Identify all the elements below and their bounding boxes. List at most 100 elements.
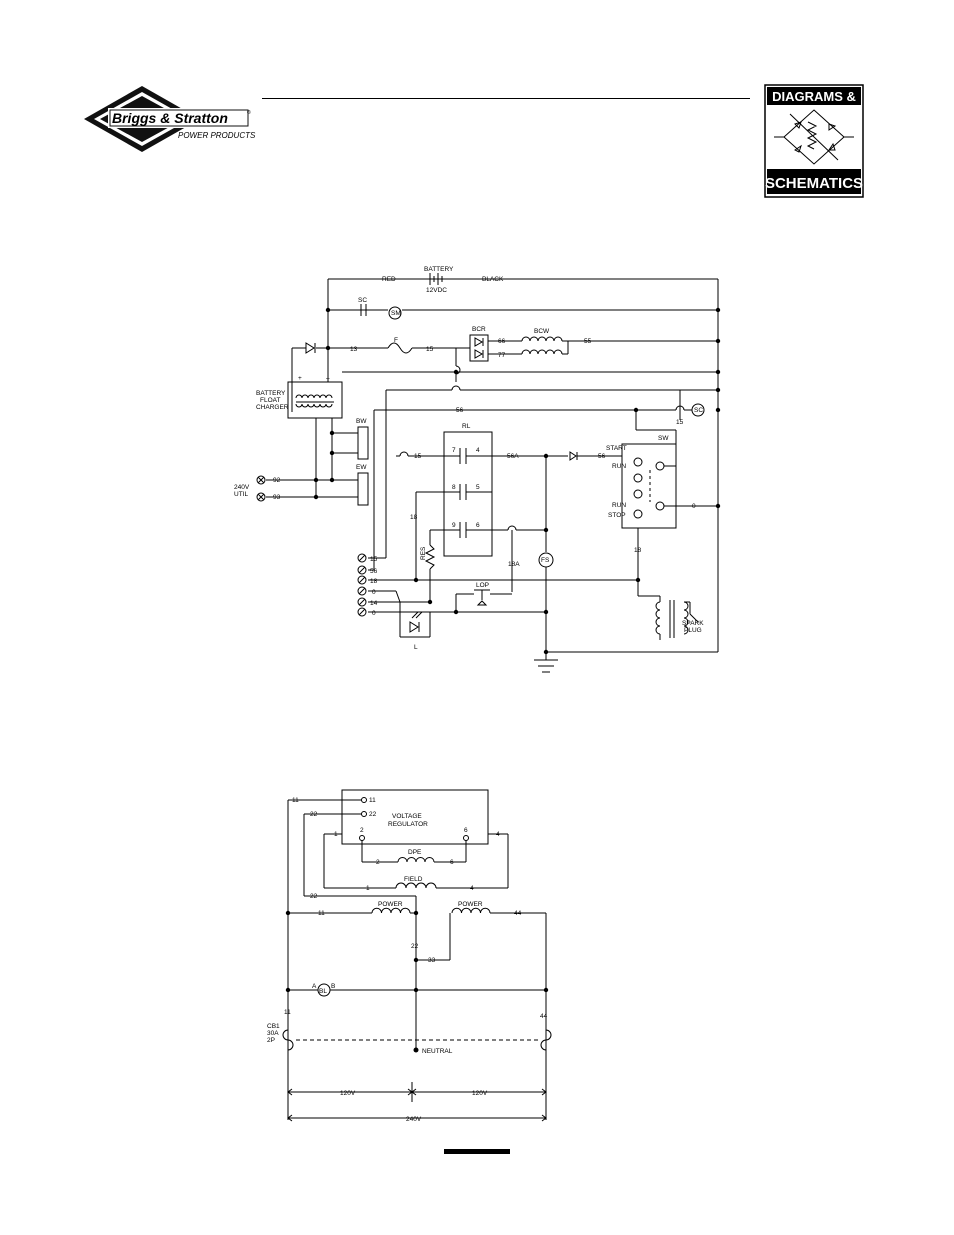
label-t5: 5 (476, 484, 480, 491)
terminal-block-wires (368, 557, 638, 660)
label-run: RUN (612, 463, 626, 470)
label-rl: RL (462, 423, 471, 430)
label-sc: SC (358, 297, 367, 304)
label-util-1: 240V (234, 484, 250, 491)
label-start: START (606, 445, 627, 452)
bcr-rectifier (469, 334, 718, 362)
logo-brand: Briggs & Stratton (112, 110, 228, 126)
header-rule (262, 98, 750, 99)
label-ac-11b: 11 (284, 1009, 291, 1016)
label-red: RED (382, 276, 396, 283)
label-stop: STOP (608, 512, 626, 519)
footer-bar (444, 1149, 510, 1154)
label-wire-56a: 56A (507, 453, 519, 460)
label-dpe: DPE (408, 849, 422, 856)
label-term-15: 15 (370, 556, 378, 563)
logo-subline: POWER PRODUCTS (178, 131, 256, 140)
label-t6: 6 (476, 522, 480, 529)
label-wire-13: 13 (350, 346, 358, 353)
label-ac-2: 2 (360, 827, 364, 834)
label-bcw: BCW (534, 328, 550, 335)
label-wire-18b: 18 (634, 547, 642, 554)
ground-symbol (534, 659, 558, 673)
label-charger-2: FLOAT (260, 397, 280, 404)
label-lop: LOP (476, 582, 489, 589)
label-minus: – (326, 375, 330, 382)
circuit-breaker-cb1 (282, 1029, 552, 1051)
label-charger-1: BATTERY (256, 390, 286, 397)
label-wire-92: 92 (273, 477, 281, 484)
label-bcr: BCR (472, 326, 486, 333)
label-battery: BATTERY (424, 266, 454, 273)
label-vr-2: REGULATOR (388, 821, 428, 828)
label-ac-22b: 22 (310, 893, 318, 900)
badge-bottom-text: SCHEMATICS (765, 175, 863, 192)
label-t7: 7 (452, 447, 456, 454)
label-field-r: 4 (470, 885, 474, 892)
label-t9: 9 (452, 522, 456, 529)
label-lamp: L (414, 644, 418, 651)
diagrams-schematics-badge: DIAGRAMS & SCHEMATICS (764, 84, 864, 198)
label-plus: + (298, 375, 302, 382)
terminal-circles (256, 475, 367, 617)
label-battery-volts: 12VDC (426, 287, 447, 294)
label-power2: POWER (458, 901, 483, 908)
label-dpe-l: 2 (376, 859, 380, 866)
label-wire-56b: 56 (598, 453, 606, 460)
label-term-18: 18 (370, 578, 378, 585)
lamp-symbol (409, 611, 423, 633)
label-field: FIELD (404, 876, 423, 883)
label-run2: RUN (612, 502, 626, 509)
crossing-wires (373, 348, 718, 570)
label-t4: 4 (476, 447, 480, 454)
voltage-dimension-lines (287, 1082, 547, 1122)
battery-circuit (327, 278, 719, 653)
label-util-2: UTIL (234, 491, 248, 498)
label-ac-22: 22 (310, 811, 318, 818)
label-cb1-3: 2P (267, 1037, 275, 1044)
label-charger-3: CHARGER (256, 404, 289, 411)
coil-windings (371, 857, 491, 914)
label-ac-4: 4 (496, 831, 500, 838)
label-ac-44: 44 (540, 1013, 548, 1020)
label-ac-11: 11 (292, 797, 299, 804)
label-res: RES (420, 546, 427, 560)
ac-wiring (287, 799, 547, 1120)
label-wire-93: 93 (273, 494, 281, 501)
label-sm: SM (391, 310, 401, 317)
label-wire-56: 56 (456, 407, 464, 414)
label-bl-a: A (312, 983, 317, 990)
label-wire-77: 77 (498, 352, 506, 359)
ignition-coil (638, 595, 699, 640)
start-run-stop-switch (621, 429, 718, 596)
label-t8: 8 (452, 484, 456, 491)
label-240v: 240V (406, 1116, 422, 1123)
label-term-14: 14 (370, 600, 378, 607)
label-wire-66: 66 (498, 338, 506, 345)
battery-symbol (429, 273, 443, 285)
label-power1: POWER (378, 901, 403, 908)
label-ac-11-in: 11 (369, 797, 376, 804)
float-charger (266, 348, 718, 506)
label-wire-55: 55 (584, 338, 592, 345)
junction-dots (285, 307, 721, 1053)
label-wire-0: 0 (692, 503, 696, 510)
logo-tm: ® (247, 109, 251, 116)
label-sw: SW (658, 435, 669, 442)
label-fuse: F (394, 337, 398, 344)
label-wire-18a: 18A (508, 561, 520, 568)
label-wire-15: 15 (426, 346, 434, 353)
label-term-0a: 0 (372, 589, 376, 596)
label-cb1-2: 30A (267, 1030, 279, 1037)
label-power2-r: 44 (514, 910, 522, 917)
label-bl-b: B (331, 983, 335, 990)
label-ac-1: 1 (334, 831, 338, 838)
label-spark-1: SPARK (682, 620, 704, 627)
briggs-stratton-logo: Briggs & Stratton ® POWER PRODUCTS (84, 86, 256, 152)
label-120v-a: 120V (340, 1090, 356, 1097)
label-field-l: 1 (366, 885, 370, 892)
label-sc2: SC (694, 407, 703, 414)
label-black: BLACK (482, 276, 504, 283)
label-wire-15c: 15 (414, 453, 422, 460)
